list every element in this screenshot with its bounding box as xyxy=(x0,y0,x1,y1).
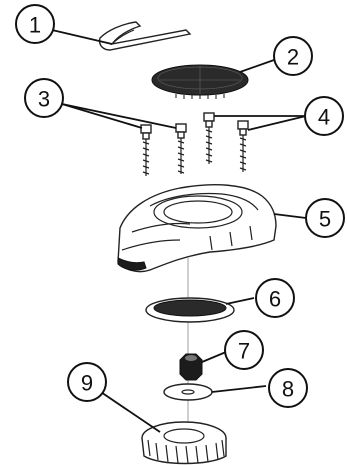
callout-3: 3 xyxy=(24,78,64,118)
bolt-3a xyxy=(140,124,152,176)
part-4-bolts xyxy=(203,112,249,172)
callout-1: 1 xyxy=(15,4,55,44)
callout-6-label: 6 xyxy=(269,287,281,312)
callout-2-label: 2 xyxy=(287,45,299,70)
callout-9-label: 9 xyxy=(81,371,93,396)
callout-7-label: 7 xyxy=(238,339,250,364)
bolt-4a xyxy=(203,112,215,164)
callout-2: 2 xyxy=(273,36,313,76)
part-9-flywheel xyxy=(141,421,227,465)
callout-8-label: 8 xyxy=(282,377,294,402)
callout-8: 8 xyxy=(268,368,308,408)
callout-6: 6 xyxy=(255,278,295,318)
bolt-3b xyxy=(175,123,187,174)
leader-3b xyxy=(61,103,177,129)
part-3-bolts xyxy=(140,123,187,176)
leader-7 xyxy=(201,351,227,363)
leader-6 xyxy=(225,297,255,305)
leader-4b xyxy=(247,115,307,131)
part-6-filter-screen xyxy=(145,297,235,323)
part-8-washer xyxy=(163,383,213,401)
callout-4-label: 4 xyxy=(318,105,330,130)
callout-3-label: 3 xyxy=(38,87,50,112)
leader-3a xyxy=(61,103,143,129)
callout-4: 4 xyxy=(304,96,344,136)
part-1-deflector xyxy=(98,21,192,51)
bolt-4b xyxy=(237,120,249,172)
callout-9: 9 xyxy=(67,362,107,402)
leader-5 xyxy=(273,213,307,219)
callout-5: 5 xyxy=(305,198,345,238)
callout-5-label: 5 xyxy=(319,207,331,232)
callout-7: 7 xyxy=(224,330,264,370)
part-7-nut xyxy=(179,353,203,381)
leader-lines xyxy=(51,29,307,433)
leader-2 xyxy=(239,59,275,73)
part-5-blower-housing xyxy=(117,184,277,273)
part-2-top-screen xyxy=(151,64,249,99)
leader-9 xyxy=(91,385,161,433)
leader-8 xyxy=(211,385,267,393)
callout-1-label: 1 xyxy=(29,13,41,38)
leader-1 xyxy=(51,29,113,45)
